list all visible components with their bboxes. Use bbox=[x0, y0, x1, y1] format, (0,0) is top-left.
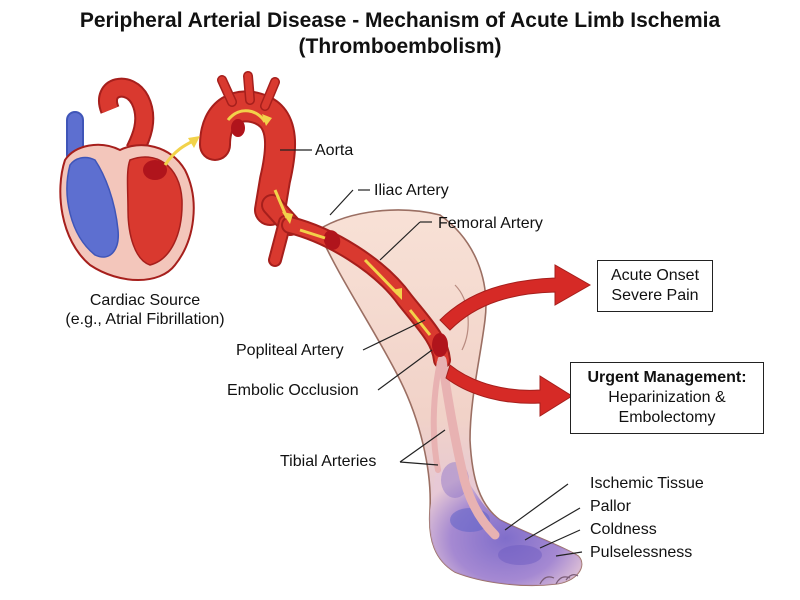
cardiac-source-example: (e.g., Atrial Fibrillation) bbox=[65, 311, 225, 328]
diagram-title: Peripheral Arterial Disease - Mechanism … bbox=[79, 9, 721, 32]
urgent-management-heading: Urgent Management: bbox=[587, 369, 747, 386]
heparinization-text: Heparinization & bbox=[608, 389, 726, 406]
embolic-occlusion-label: Embolic Occlusion bbox=[227, 382, 359, 399]
management-arrow bbox=[445, 364, 573, 417]
aorta-label: Aorta bbox=[315, 142, 354, 159]
pallor-label: Pallor bbox=[590, 498, 631, 515]
femoral-artery-label: Femoral Artery bbox=[438, 215, 543, 232]
arterial-tree bbox=[199, 71, 500, 540]
cardiac-source-label: Cardiac Source (e.g., Atrial Fibrillatio… bbox=[40, 291, 250, 329]
onset-arrow bbox=[439, 264, 592, 331]
diagram-subtitle: (Thromboembolism) bbox=[298, 35, 502, 58]
pulselessness-label: Pulselessness bbox=[590, 544, 693, 561]
tibial-arteries-label: Tibial Arteries bbox=[280, 453, 377, 470]
cardiac-source-title: Cardiac Source bbox=[89, 292, 201, 309]
heart-illustration bbox=[59, 77, 200, 281]
acute-onset-box: Acute Onset Severe Pain bbox=[597, 260, 713, 312]
iliac-artery-label: Iliac Artery bbox=[374, 182, 449, 199]
ischemic-tissue-label: Ischemic Tissue bbox=[590, 475, 704, 492]
urgent-management-box: Urgent Management: Heparinization & Embo… bbox=[570, 362, 764, 434]
popliteal-artery-label: Popliteal Artery bbox=[236, 342, 344, 359]
acute-onset-text: Acute Onset bbox=[610, 267, 700, 284]
coldness-label: Coldness bbox=[590, 521, 657, 538]
label-leaders bbox=[280, 149, 583, 557]
severe-pain-text: Severe Pain bbox=[611, 287, 699, 304]
embolectomy-text: Embolectomy bbox=[618, 409, 716, 426]
